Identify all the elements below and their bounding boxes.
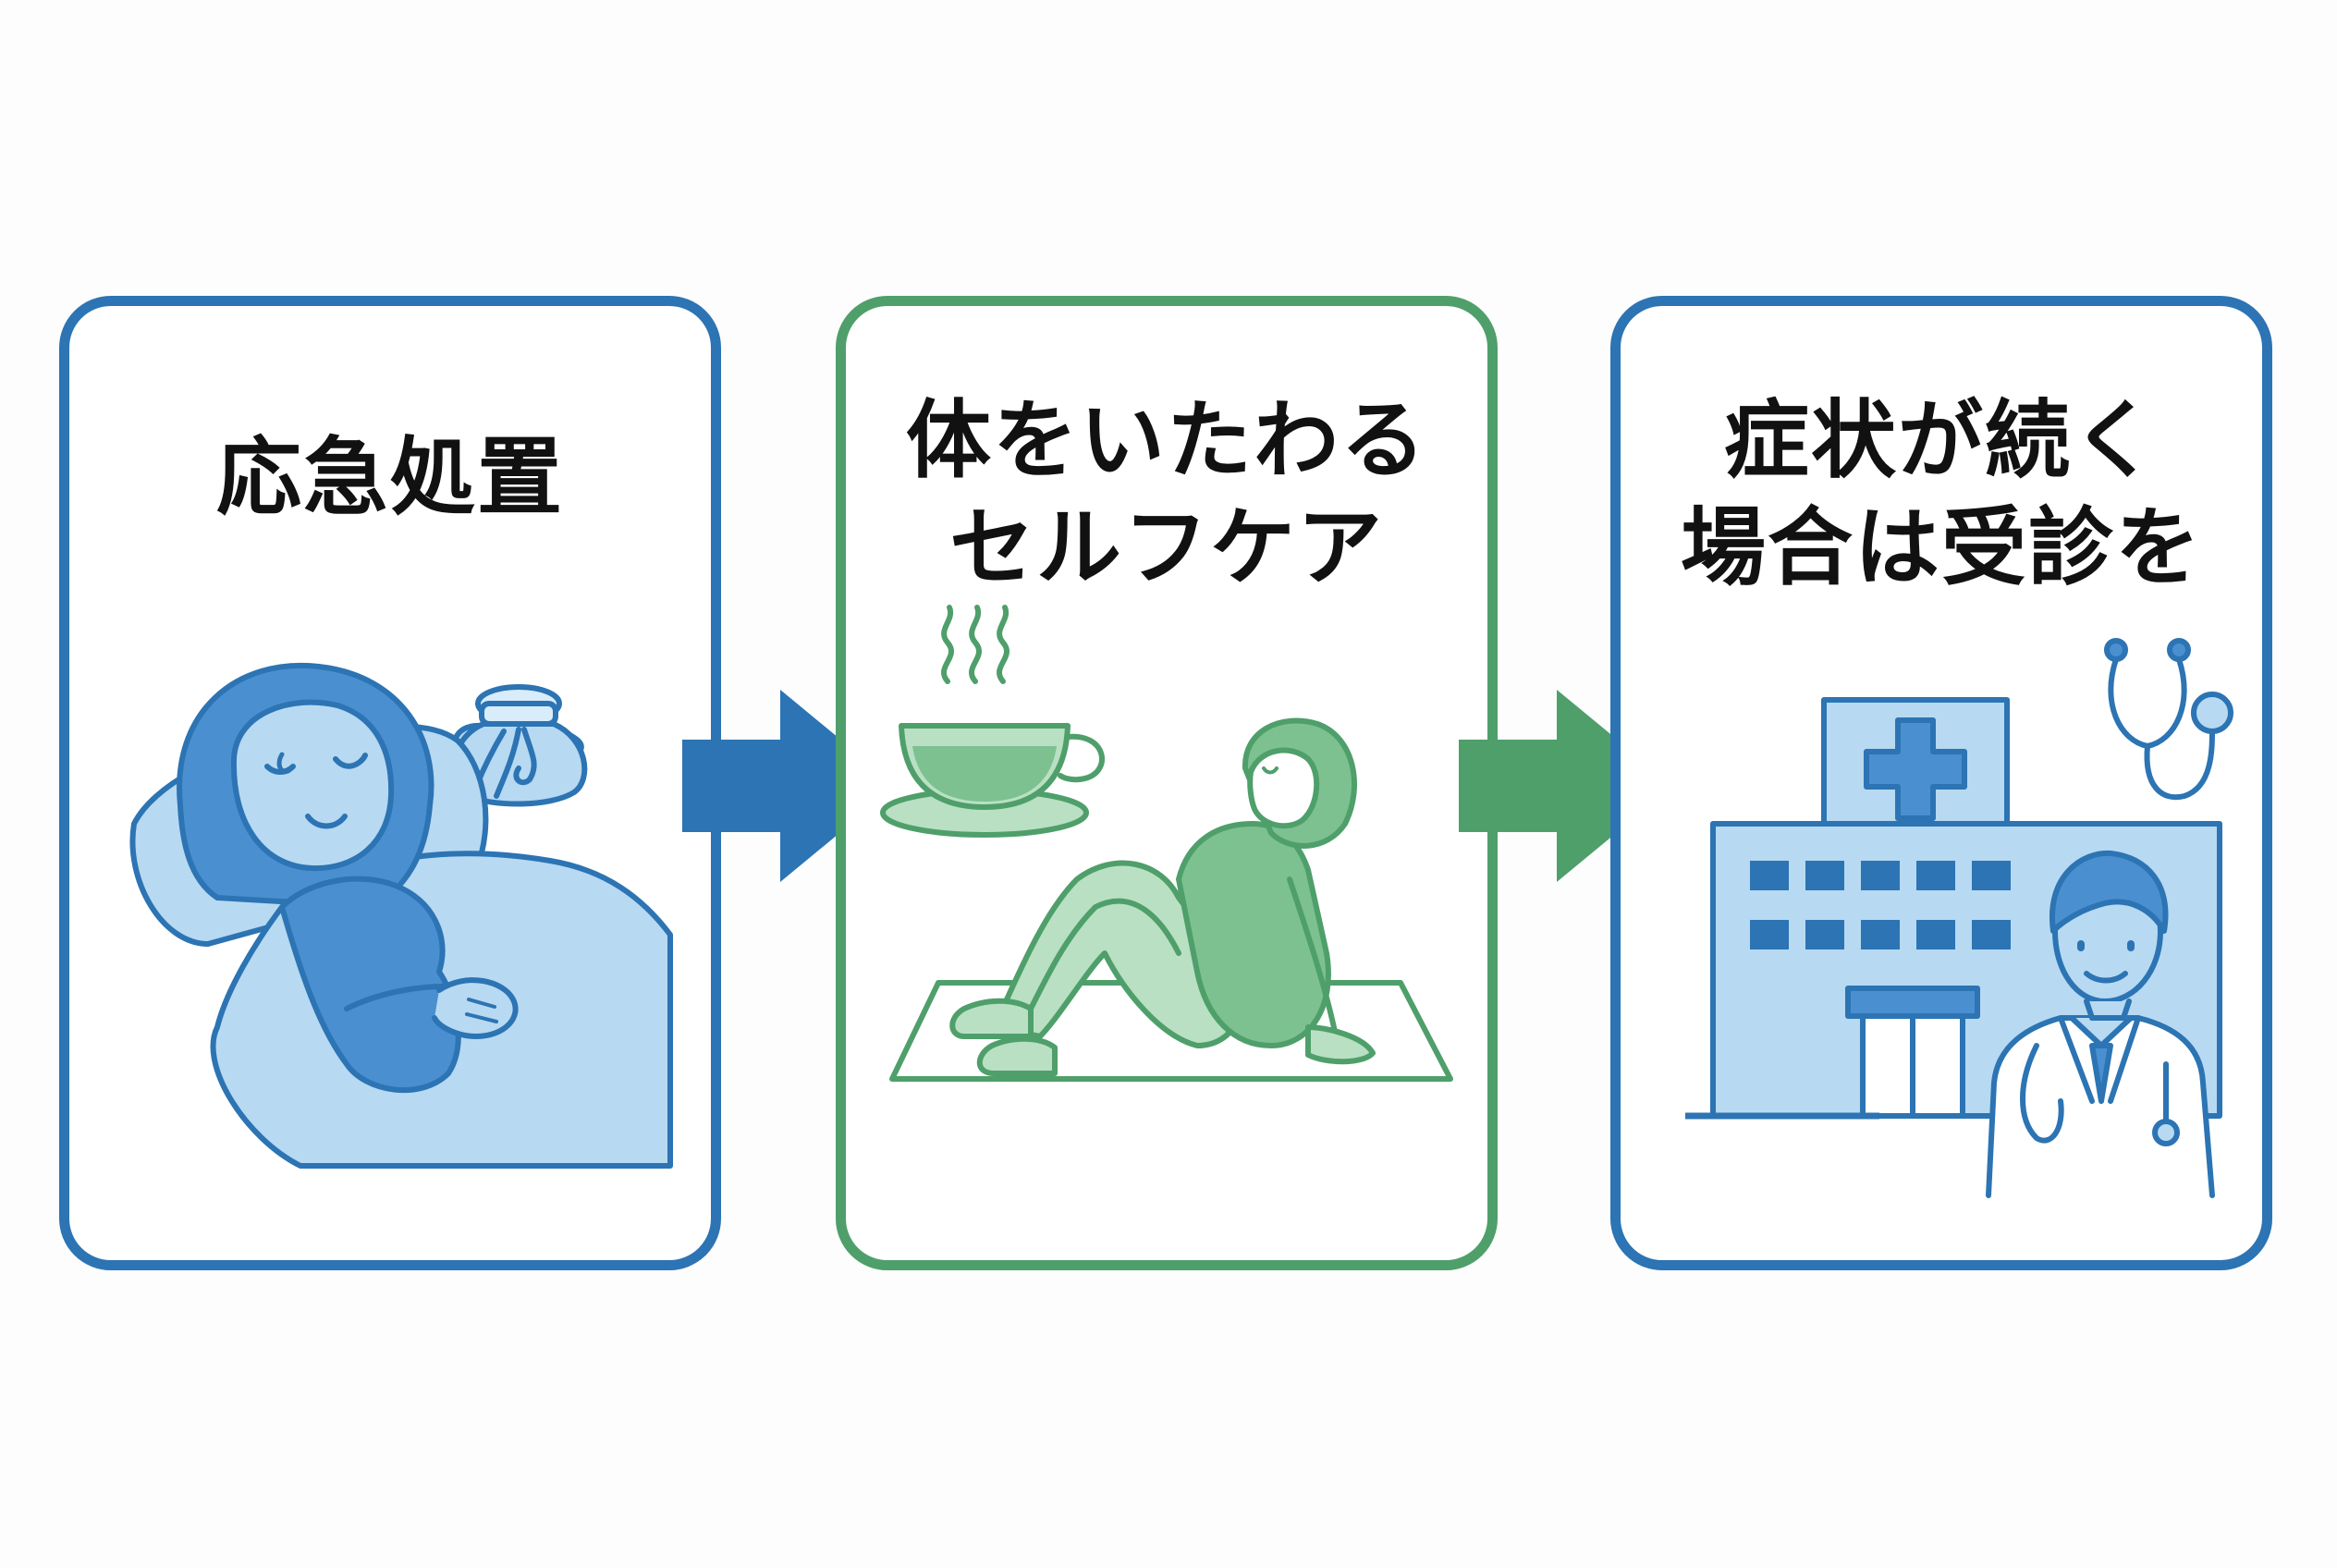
- step-first-aid-panel: 応急処置: [59, 296, 721, 1270]
- first-aid-illustration: [129, 662, 673, 1169]
- hot-tea-cup-icon: [880, 605, 1105, 838]
- step-title-line: 体をいたわる: [905, 391, 1427, 490]
- step-title-line: 応急処置: [215, 428, 564, 527]
- step-self-care-panel: 体をいたわる セルフケア: [836, 296, 1498, 1270]
- step-title-line: 場合は受診を: [1680, 498, 2202, 597]
- step-title: 体をいたわる セルフケア: [846, 387, 1487, 602]
- doctor-icon: [1986, 850, 2215, 1198]
- step-title: 症状が続く 場合は受診を: [1621, 387, 2262, 602]
- arrow-icon: [682, 690, 897, 882]
- step-title-line: セルフケア: [948, 498, 1384, 597]
- stethoscope-icon: [2104, 638, 2233, 801]
- see-doctor-illustration: [1685, 638, 2233, 1198]
- step-title: 応急処置: [69, 424, 711, 532]
- self-care-illustration: [880, 605, 1453, 1082]
- sleeping-person-icon: [129, 662, 673, 1169]
- step-see-doctor-panel: 症状が続く 場合は受診を: [1610, 296, 2272, 1270]
- arrow-icon: [1459, 690, 1673, 882]
- step-title-line: 症状が続く: [1723, 391, 2159, 490]
- stretching-person-icon: [949, 717, 1376, 1076]
